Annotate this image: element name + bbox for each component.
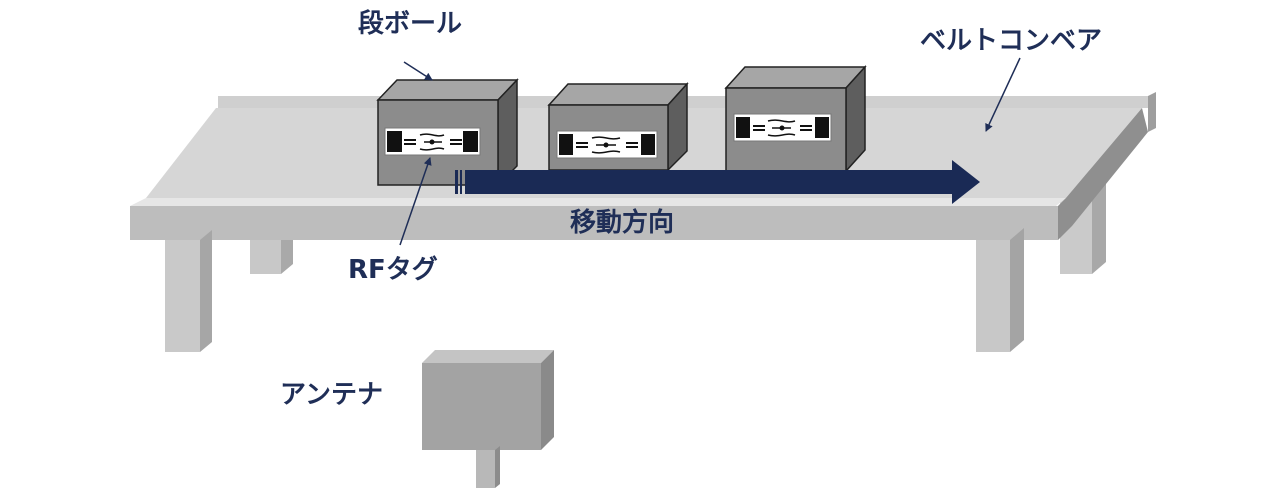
direction-label: 移動方向	[570, 207, 674, 238]
rf-tag-3	[733, 113, 832, 142]
leader-lines	[399, 57, 1021, 246]
conveyor-front-legs	[165, 228, 1024, 352]
cardboard-box-2	[547, 82, 689, 172]
rf-tag-label: RFタグ	[348, 255, 438, 285]
belt-conveyor-label: ベルトコンベア	[920, 26, 1102, 56]
rf-tag-2	[556, 130, 658, 159]
antenna-label: アンテナ	[280, 380, 383, 410]
movement-direction-arrow	[455, 160, 980, 204]
leader-cardboard-box	[403, 61, 433, 81]
rf-tag-1	[384, 127, 481, 156]
cardboard-box-3	[724, 65, 867, 173]
antenna	[422, 350, 554, 488]
leader-rf-tag	[399, 157, 432, 246]
cardboard-box-label: 段ボール	[358, 8, 462, 39]
leader-belt-conveyor	[985, 57, 1021, 132]
cardboard-box-1	[376, 78, 519, 187]
